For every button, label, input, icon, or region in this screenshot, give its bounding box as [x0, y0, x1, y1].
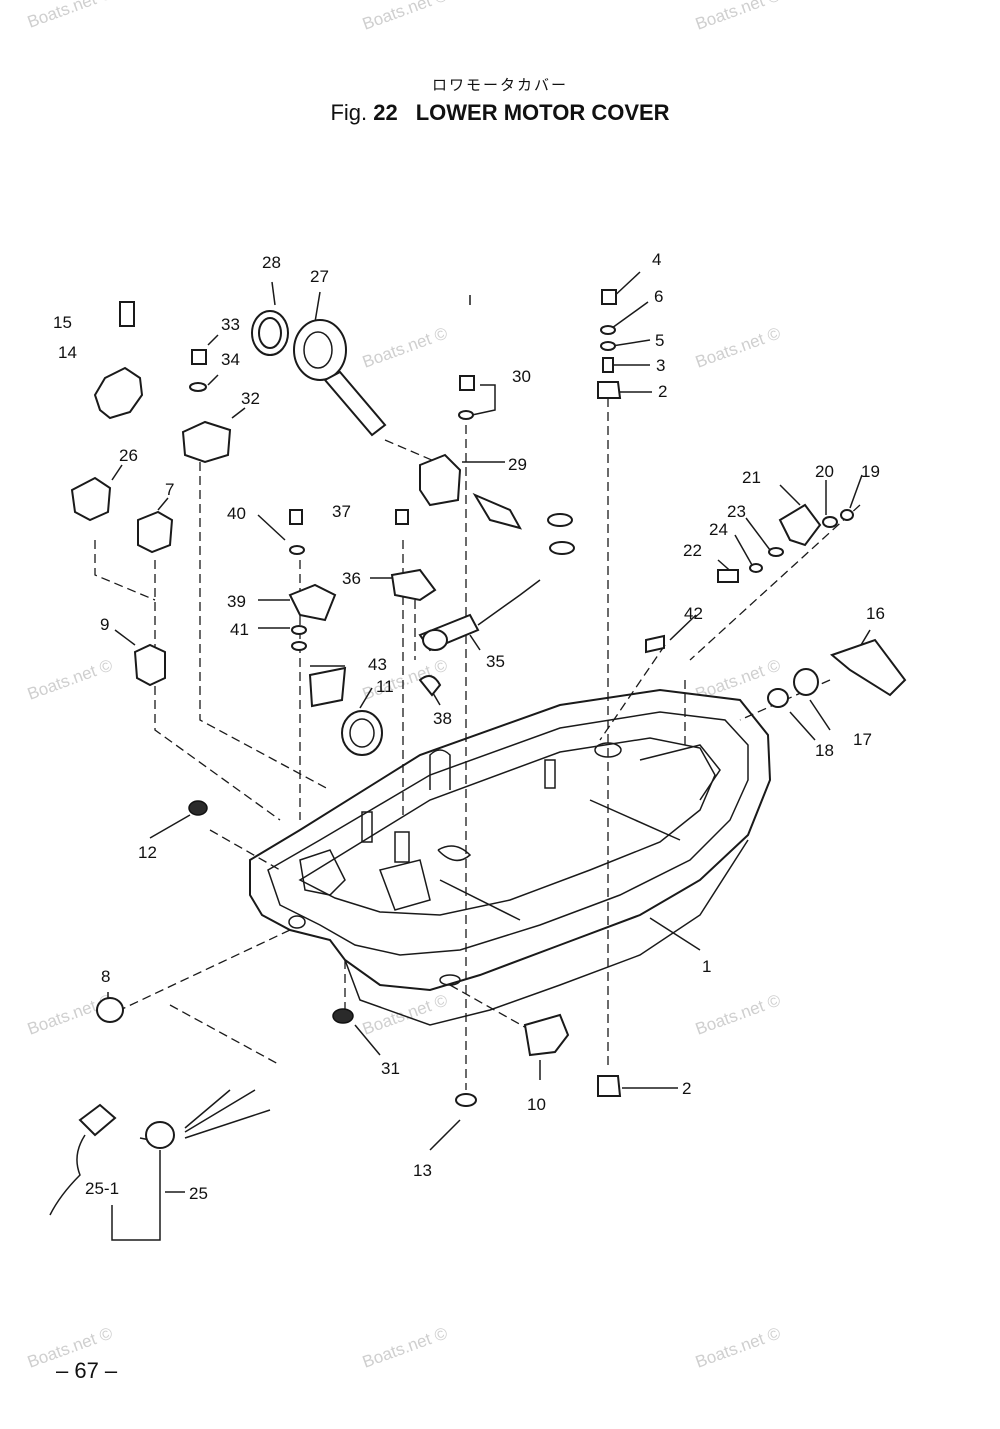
callout-label: 14 [58, 343, 77, 362]
callout-label: 37 [332, 502, 351, 521]
callout-label: 9 [100, 615, 109, 634]
callout-label: 31 [381, 1059, 400, 1078]
watermarks: Boats.net © Boats.net © Boats.net © Boat… [25, 0, 784, 1372]
callout-label: 10 [527, 1095, 546, 1114]
callout-label: 25-1 [85, 1179, 119, 1198]
callout-label: 21 [742, 468, 761, 487]
callout-label: 39 [227, 592, 246, 611]
callout-label: 12 [138, 843, 157, 862]
callout-label: 20 [815, 462, 834, 481]
callout-label: 4 [652, 250, 661, 269]
watermark: Boats.net © [360, 0, 451, 34]
page-number: – 67 – [56, 1358, 118, 1383]
callout-label: 25 [189, 1184, 208, 1203]
callout-label: 16 [866, 604, 885, 623]
callout-label: 36 [342, 569, 361, 588]
callout-label: 35 [486, 652, 505, 671]
callout-label: 8 [101, 967, 110, 986]
watermark: Boats.net © [360, 323, 451, 371]
callout-label: 30 [512, 367, 531, 386]
callout-label: 17 [853, 730, 872, 749]
watermark: Boats.net © [360, 1323, 451, 1371]
watermark: Boats.net © [693, 0, 784, 34]
callout-label: 15 [53, 313, 72, 332]
callout-label: 29 [508, 455, 527, 474]
callout-label: 42 [684, 604, 703, 623]
callout-label: 18 [815, 741, 834, 760]
callout-label: 11 [376, 677, 394, 696]
callout-label: 7 [165, 480, 174, 499]
callout-label: 43 [368, 655, 387, 674]
component-parts [49, 289, 907, 1216]
callout-label: 40 [227, 504, 246, 523]
lower-motor-cover-drawing [249, 688, 772, 1026]
callout-label: 3 [656, 356, 665, 375]
callout-label: 32 [241, 389, 260, 408]
callout-label: 34 [221, 350, 240, 369]
callout-label: 6 [654, 287, 663, 306]
callout-label: 19 [861, 462, 880, 481]
callout-label: 28 [262, 253, 281, 272]
callout-label: 22 [683, 541, 702, 560]
callout-label: 41 [230, 620, 249, 639]
callout-label: 23 [727, 502, 746, 521]
callout-label: 33 [221, 315, 240, 334]
callout-label: 13 [413, 1161, 432, 1180]
watermark: Boats.net © [693, 323, 784, 371]
callout-labels: 1 2 2 3 4 5 6 7 8 9 10 11 12 13 14 15 16… [53, 250, 885, 1203]
watermark: Boats.net © [25, 0, 116, 32]
watermark: Boats.net © [25, 655, 116, 703]
callout-label: 5 [655, 331, 664, 350]
watermark: Boats.net © [360, 990, 451, 1038]
callout-label: 2 [682, 1079, 691, 1098]
callout-label: 1 [702, 957, 711, 976]
callout-label: 27 [310, 267, 329, 286]
callout-label: 26 [119, 446, 138, 465]
watermark: Boats.net © [693, 990, 784, 1038]
figure-title-japanese: ロワモータカバー [431, 76, 568, 94]
figure-number: Fig. 22 [330, 100, 398, 125]
callout-label: 38 [433, 709, 452, 728]
callout-label: 24 [709, 520, 728, 539]
watermark: Boats.net © [693, 1323, 784, 1371]
figure-title-text: LOWER MOTOR COVER [415, 100, 670, 125]
callout-label: 2 [658, 382, 667, 401]
figure-title: Fig. 22 LOWER MOTOR COVER [0, 100, 1000, 126]
